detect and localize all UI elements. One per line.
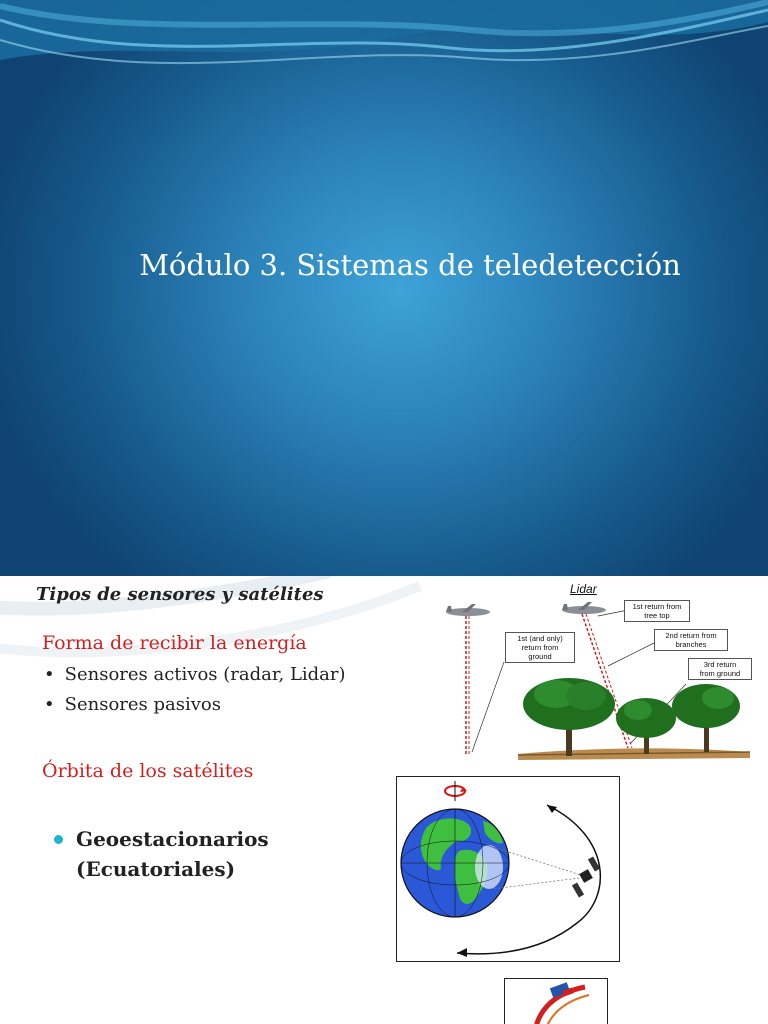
box-line: branches	[675, 640, 707, 649]
satellite-logo-icon	[549, 982, 574, 998]
tree-icon	[616, 698, 676, 754]
orbit-subtitle: Órbita de los satélites	[42, 760, 254, 782]
decorative-swirl	[0, 576, 422, 658]
energy-subtitle: Forma de recibir la energía	[42, 632, 307, 654]
bullet-dot-icon	[54, 835, 63, 844]
label-first-return-tree-top: 1st return from tree top	[624, 600, 690, 622]
geostationary-label: Geoestacionarios	[76, 827, 269, 851]
box-line: 3rd return	[703, 660, 737, 669]
content-slide: Tipos de sensores y satélites Forma de r…	[0, 576, 768, 1024]
energy-bullet-list: Sensores activos (radar, Lidar) Sensores…	[44, 660, 346, 720]
partial-figure	[504, 978, 608, 1024]
title-slide: Módulo 3. Sistemas de teledetección	[0, 0, 768, 576]
satellite-icon	[571, 856, 601, 898]
decorative-waves	[0, 0, 768, 65]
label-third-return-ground: 3rd return from ground	[688, 658, 752, 680]
tree-icon	[523, 678, 615, 756]
geostationary-item: Geoestacionarios (Ecuatoriales)	[54, 824, 269, 884]
label-second-return-branches: 2nd return from branches	[654, 629, 728, 651]
rotation-arrow-icon	[444, 781, 467, 801]
box-line: return from	[521, 643, 559, 652]
label-first-and-only-return: 1st (and only) return from ground	[505, 632, 575, 663]
slide-heading: Tipos de sensores y satélites	[36, 584, 324, 605]
airplane-icon	[562, 602, 606, 614]
lidar-diagram	[446, 602, 751, 760]
box-line: tree top	[644, 611, 670, 620]
box-line: ground	[528, 652, 552, 661]
tree-icon	[672, 684, 740, 752]
box-line: 2nd return from	[665, 631, 717, 640]
box-line: from ground	[699, 669, 741, 678]
box-line: 1st (and only)	[517, 634, 563, 643]
equatorial-label: (Ecuatoriales)	[76, 857, 236, 881]
box-line: 1st return from	[632, 602, 682, 611]
earth-globe-icon	[400, 808, 510, 918]
lidar-label: Lidar	[570, 582, 597, 596]
airplane-icon	[446, 604, 490, 616]
bullet-passive-sensors: Sensores pasivos	[44, 690, 346, 720]
bullet-active-sensors: Sensores activos (radar, Lidar)	[44, 660, 346, 690]
slide-title: Módulo 3. Sistemas de teledetección	[139, 248, 681, 282]
geostationary-orbit-figure	[396, 776, 620, 962]
